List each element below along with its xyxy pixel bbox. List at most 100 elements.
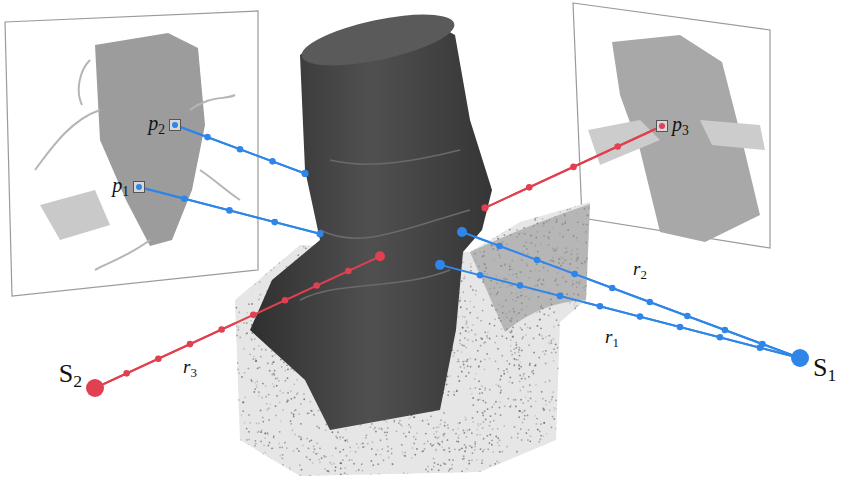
noise-dot — [230, 349, 232, 351]
noise-dot — [592, 475, 594, 477]
noise-dot — [353, 462, 355, 464]
noise-dot — [478, 365, 480, 367]
noise-dot — [477, 411, 479, 413]
noise-dot — [344, 472, 346, 474]
noise-dot — [230, 348, 232, 350]
noise-dot — [447, 424, 449, 426]
noise-dot — [435, 449, 437, 451]
noise-dot — [271, 374, 273, 376]
noise-dot — [296, 393, 298, 395]
noise-dot — [586, 293, 588, 295]
noise-dot — [465, 360, 467, 362]
noise-dot — [261, 397, 263, 399]
noise-dot — [451, 468, 453, 470]
noise-dot — [485, 402, 487, 404]
noise-dot — [424, 448, 426, 450]
noise-dot — [541, 335, 543, 337]
noise-dot — [569, 203, 571, 205]
noise-dot — [515, 359, 517, 361]
noise-dot — [293, 414, 295, 416]
noise-dot — [493, 403, 495, 405]
noise-dot — [579, 430, 581, 432]
noise-dot — [465, 347, 467, 349]
noise-dot — [525, 396, 527, 398]
noise-dot — [318, 427, 320, 429]
noise-dot — [396, 430, 398, 432]
noise-dot — [457, 479, 459, 481]
noise-dot — [291, 474, 293, 476]
noise-dot — [483, 438, 485, 440]
noise-dot — [535, 456, 537, 458]
noise-dot — [436, 431, 438, 433]
noise-dot — [578, 322, 580, 324]
noise-dot — [463, 277, 465, 279]
noise-dot — [512, 326, 514, 328]
noise-dot — [447, 394, 449, 396]
noise-dot — [480, 423, 482, 425]
noise-dot — [529, 363, 531, 365]
noise-dot — [491, 406, 493, 408]
noise-dot — [468, 462, 470, 464]
noise-dot — [378, 428, 380, 430]
noise-dot — [318, 410, 320, 412]
noise-dot — [325, 429, 327, 431]
noise-dot — [370, 474, 372, 476]
noise-dot — [265, 385, 267, 387]
noise-dot — [464, 300, 466, 302]
noise-dot — [517, 437, 519, 439]
noise-dot — [577, 474, 579, 476]
noise-dot — [495, 413, 497, 415]
noise-dot — [253, 391, 255, 393]
noise-dot — [440, 465, 442, 467]
noise-dot — [387, 427, 389, 429]
noise-dot — [490, 415, 492, 417]
noise-dot — [267, 445, 269, 447]
noise-dot — [575, 472, 577, 474]
noise-dot — [298, 450, 300, 452]
noise-dot — [519, 375, 521, 377]
noise-dot — [519, 347, 521, 349]
noise-dot — [497, 216, 499, 218]
noise-dot — [260, 356, 262, 358]
noise-dot — [587, 362, 589, 364]
noise-dot — [542, 212, 544, 214]
noise-dot — [345, 429, 347, 431]
noise-dot — [329, 462, 331, 464]
noise-dot — [299, 464, 301, 466]
noise-dot — [244, 225, 246, 227]
noise-dot — [264, 461, 266, 463]
noise-dot — [487, 218, 489, 220]
noise-dot — [282, 409, 284, 411]
noise-dot — [269, 242, 271, 244]
detector-panel — [5, 11, 258, 296]
noise-dot — [259, 294, 261, 296]
noise-dot — [306, 456, 308, 458]
noise-dot — [237, 227, 239, 229]
noise-dot — [268, 394, 270, 396]
noise-dot — [518, 351, 520, 353]
noise-dot — [527, 415, 529, 417]
noise-dot — [435, 449, 437, 451]
noise-dot — [521, 378, 523, 380]
noise-dot — [478, 239, 480, 241]
noise-dot — [237, 467, 239, 469]
noise-dot — [436, 427, 438, 429]
noise-dot — [579, 389, 581, 391]
noise-dot — [245, 267, 247, 269]
noise-dot — [530, 391, 532, 393]
noise-dot — [580, 362, 582, 364]
noise-dot — [250, 465, 252, 467]
noise-dot — [497, 348, 499, 350]
noise-dot — [295, 233, 297, 235]
noise-dot — [489, 323, 491, 325]
noise-dot — [268, 419, 270, 421]
noise-dot — [361, 463, 363, 465]
noise-dot — [464, 416, 466, 418]
noise-dot — [258, 298, 260, 300]
noise-dot — [314, 448, 316, 450]
noise-dot — [514, 352, 516, 354]
noise-dot — [562, 378, 564, 380]
noise-dot — [242, 451, 244, 453]
noise-dot — [465, 436, 467, 438]
